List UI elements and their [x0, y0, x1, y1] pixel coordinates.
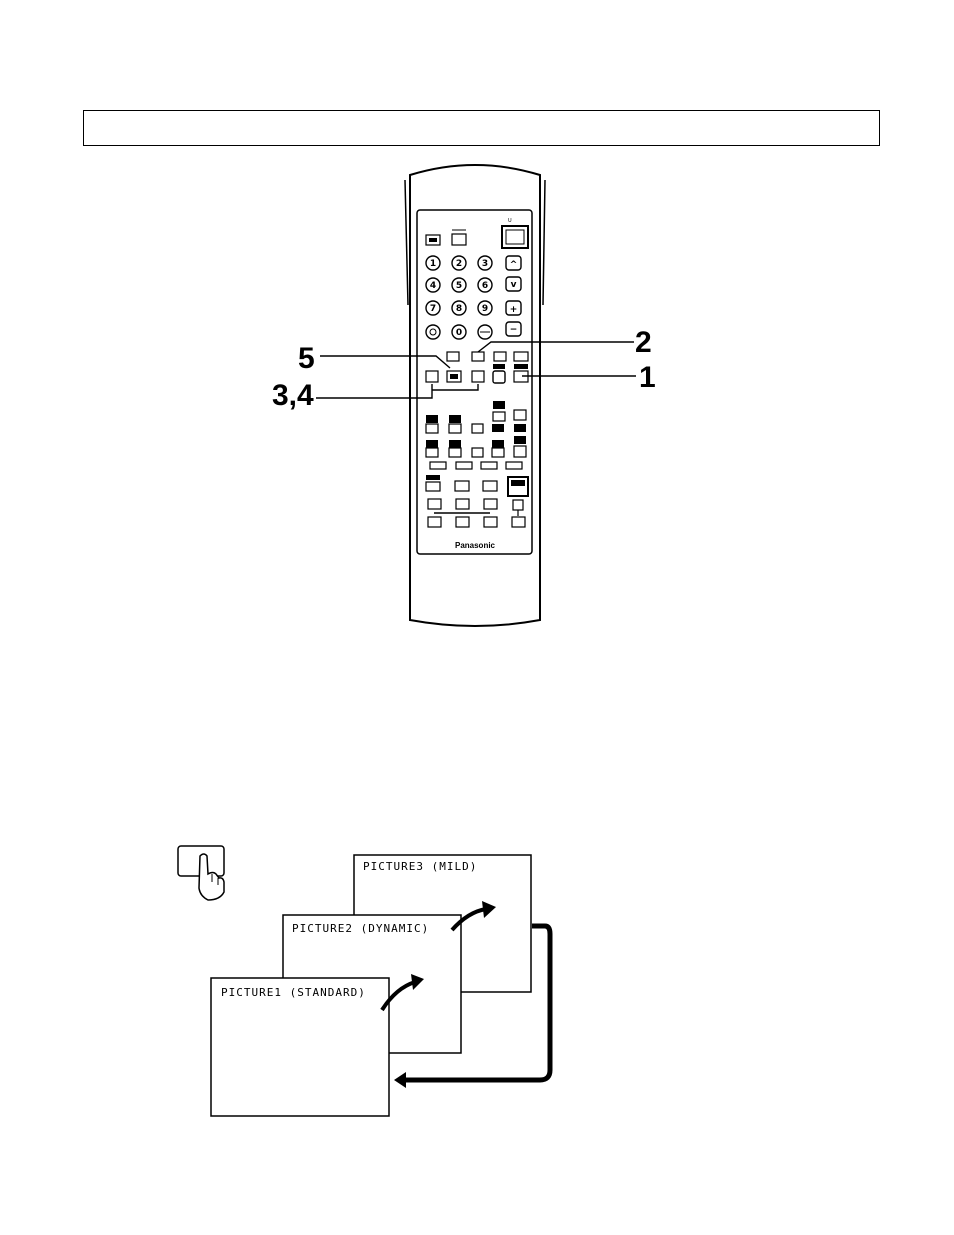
- nav-right-button[interactable]: [472, 371, 484, 382]
- picture2-label: PICTURE2 (DYNAMIC): [292, 922, 429, 935]
- key-4-label: 4: [430, 281, 436, 291]
- function-button[interactable]: [514, 352, 528, 361]
- nav-up-button[interactable]: [447, 352, 459, 361]
- key-1-label: 1: [430, 259, 436, 269]
- brand-logo: Panasonic: [455, 541, 496, 550]
- picture-button[interactable]: [472, 352, 484, 361]
- svg-text:ᑌ: ᑌ: [508, 218, 512, 224]
- menu-button[interactable]: [452, 234, 466, 245]
- callout-1: 1: [639, 361, 656, 394]
- callout-3-4: 3,4: [272, 379, 314, 412]
- channel-up-label: ^: [510, 260, 518, 270]
- vcr-power-button[interactable]: [508, 477, 528, 496]
- green-key[interactable]: [456, 462, 472, 469]
- callout-2: 2: [635, 326, 652, 359]
- hand-press-icon: [178, 846, 224, 900]
- blue-key[interactable]: [506, 462, 522, 469]
- yellow-key[interactable]: [481, 462, 497, 469]
- volume-up-label: +: [510, 305, 518, 315]
- tv-av-button[interactable]: [494, 352, 506, 361]
- key-6-label: 6: [482, 281, 488, 291]
- key-3-label: 3: [482, 259, 488, 269]
- key-9-label: 9: [482, 304, 488, 314]
- key-5-label: 5: [456, 281, 462, 291]
- key-7-label: 7: [430, 304, 436, 314]
- key-0-label: 0: [456, 328, 462, 338]
- remote-control: ᑌ 1 2 3 4 5 6 7 8 9 0: [405, 165, 545, 626]
- callout-5: 5: [298, 342, 315, 375]
- key-8-label: 8: [456, 304, 462, 314]
- normal-button[interactable]: [493, 371, 505, 383]
- channel-down-label: v: [511, 280, 517, 290]
- volume-down-label: −: [510, 325, 518, 335]
- picture3-label: PICTURE3 (MILD): [363, 860, 477, 873]
- recall-key[interactable]: [426, 325, 440, 339]
- osd-screens: PICTURE3 (MILD) PICTURE2 (DYNAMIC) PICTU…: [211, 855, 550, 1116]
- red-key[interactable]: [430, 462, 446, 469]
- key-2-label: 2: [456, 259, 462, 269]
- nav-left-button[interactable]: [426, 371, 438, 382]
- picture1-label: PICTURE1 (STANDARD): [221, 986, 366, 999]
